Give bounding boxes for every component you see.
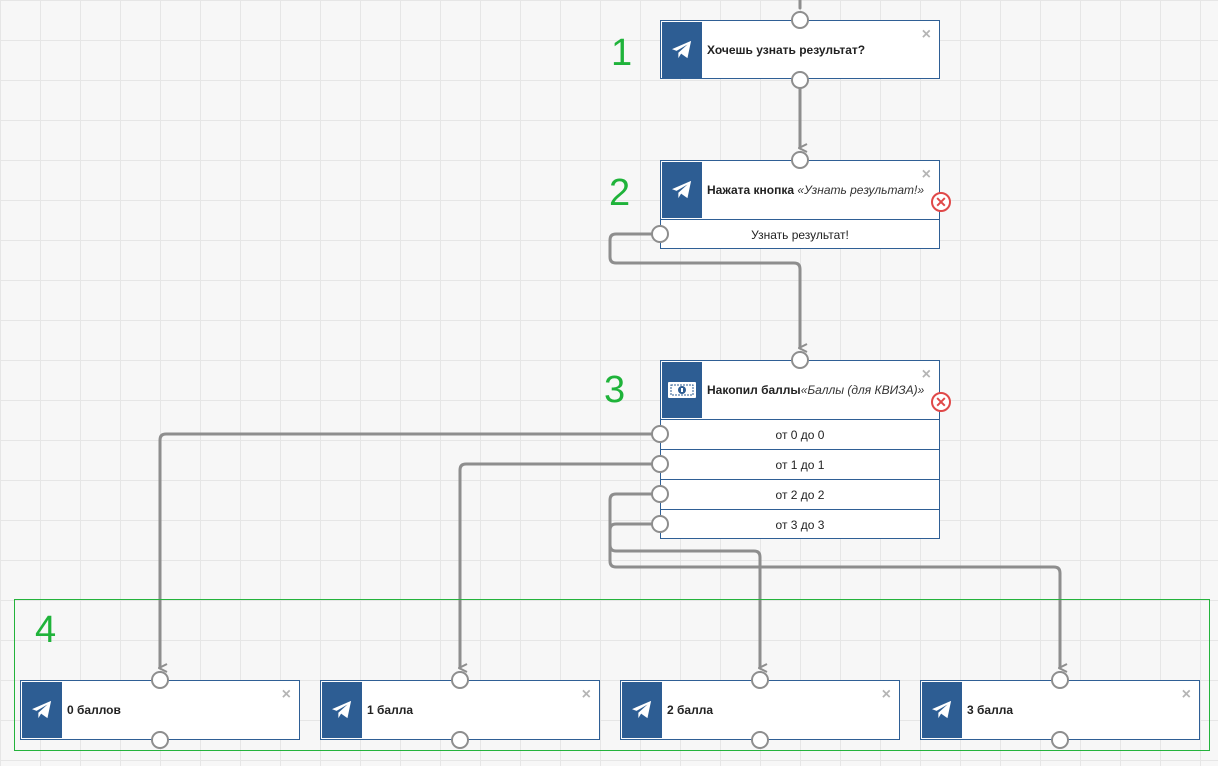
node-title-quote: «Баллы (для КВИЗА)» (800, 383, 925, 397)
telegram-icon (622, 682, 662, 738)
node-title: 0 баллов (67, 703, 121, 717)
telegram-icon (322, 682, 362, 738)
money-icon (662, 362, 702, 418)
node-title: 1 балла (367, 703, 414, 717)
error-icon[interactable]: ✕ (931, 392, 951, 412)
node-result-3[interactable]: 3 балла × (920, 680, 1200, 740)
output-port[interactable] (151, 731, 169, 749)
output-port[interactable] (791, 71, 809, 89)
output-port[interactable] (651, 225, 669, 243)
input-port[interactable] (791, 351, 809, 369)
node-title: 2 балла (667, 703, 714, 717)
output-port[interactable] (751, 731, 769, 749)
node-title: 3 балла (967, 703, 1014, 717)
step-label-3: 3 (604, 369, 626, 411)
node-header: Хочешь узнать результат? × (661, 21, 939, 79)
close-icon[interactable]: × (921, 26, 931, 43)
telegram-icon (22, 682, 62, 738)
wire-n2-button-to-n3 (608, 232, 800, 348)
telegram-icon (662, 162, 702, 218)
node-header: 1 балла × (321, 681, 599, 739)
node-row-range-0: от 0 до 0 (661, 419, 939, 449)
node-title-quote: «Узнать результат!» (797, 183, 925, 197)
node-result-0[interactable]: 0 баллов × (20, 680, 300, 740)
node-row-range-2: от 2 до 2 (661, 479, 939, 509)
step-label-1: 1 (611, 32, 633, 74)
input-port[interactable] (451, 671, 469, 689)
node-title-text: Нажата кнопка (707, 183, 795, 197)
node-title: Хочешь узнать результат? (707, 43, 866, 57)
node-title: Накопил баллы«Баллы (для КВИЗА)» (707, 383, 924, 397)
node-points-accumulated[interactable]: Накопил баллы«Баллы (для КВИЗА)» × ✕ от … (660, 360, 951, 539)
step-label-4: 4 (35, 609, 57, 651)
node-row-button: Узнать результат! (661, 219, 939, 249)
close-icon[interactable]: × (921, 166, 931, 183)
input-port[interactable] (1051, 671, 1069, 689)
wire-range3-to-r3 (608, 522, 1060, 668)
step-label-2: 2 (609, 172, 631, 214)
close-icon[interactable]: × (281, 686, 291, 703)
output-port[interactable] (651, 455, 669, 473)
output-port[interactable] (451, 731, 469, 749)
node-header: 2 балла × (621, 681, 899, 739)
wire-range1-to-r1 (460, 462, 662, 668)
node-header: Нажата кнопка «Узнать результат!» × ✕ (661, 161, 951, 219)
input-port[interactable] (751, 671, 769, 689)
input-port[interactable] (791, 11, 809, 29)
node-title-text: Накопил баллы (707, 383, 801, 397)
node-button-pressed[interactable]: Нажата кнопка «Узнать результат!» × ✕ Уз… (660, 160, 951, 249)
error-icon[interactable]: ✕ (931, 192, 951, 212)
close-icon[interactable]: × (581, 686, 591, 703)
close-icon[interactable]: × (921, 366, 931, 383)
wire-range0-to-r0 (160, 432, 662, 668)
node-header: 0 баллов × (21, 681, 299, 739)
input-port[interactable] (151, 671, 169, 689)
node-row-range-3: от 3 до 3 (661, 509, 939, 539)
close-icon[interactable]: × (1181, 686, 1191, 703)
node-header: Накопил баллы«Баллы (для КВИЗА)» × ✕ (661, 361, 951, 419)
telegram-icon (922, 682, 962, 738)
close-icon[interactable]: × (881, 686, 891, 703)
output-port[interactable] (651, 425, 669, 443)
node-title: Нажата кнопка «Узнать результат!» (707, 183, 924, 197)
telegram-icon (662, 22, 702, 78)
results-group-frame (14, 599, 1210, 751)
input-port[interactable] (791, 151, 809, 169)
output-port[interactable] (651, 485, 669, 503)
node-row-range-1: от 1 до 1 (661, 449, 939, 479)
output-port[interactable] (1051, 731, 1069, 749)
node-header: 3 балла × (921, 681, 1199, 739)
output-port[interactable] (651, 515, 669, 533)
